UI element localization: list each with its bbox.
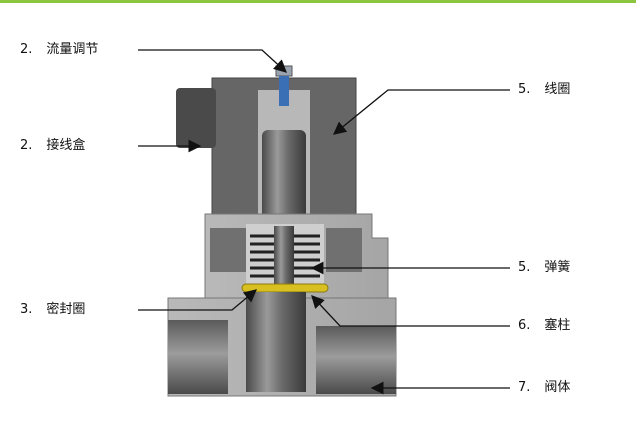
leader-plunger xyxy=(311,295,510,327)
label-number: 6. xyxy=(518,318,531,333)
label-number: 2. xyxy=(20,42,33,57)
label-flow-adjust: 2. 流量调节 xyxy=(20,42,98,58)
leader-seal-ring xyxy=(138,289,257,311)
label-text: 密封圈 xyxy=(46,302,86,317)
label-number: 3. xyxy=(20,302,33,317)
flange-bolt-left xyxy=(210,228,246,272)
inlet-pipe xyxy=(168,320,228,394)
label-seal-ring: 3. 密封圈 xyxy=(20,302,85,318)
plunger-lower xyxy=(246,292,306,392)
label-text: 塞柱 xyxy=(544,318,571,333)
label-plunger: 6. 塞柱 xyxy=(518,318,570,334)
label-number: 2. xyxy=(20,138,33,153)
plunger-stem xyxy=(274,226,294,286)
label-text: 接线盒 xyxy=(46,138,86,153)
flange-bolt-right xyxy=(326,228,362,272)
label-text: 阀体 xyxy=(544,380,571,395)
label-spring: 5. 弹簧 xyxy=(518,260,570,276)
leader-coil xyxy=(332,89,510,135)
leader-flow-adjust xyxy=(138,49,287,73)
label-valve-body: 7. 阀体 xyxy=(518,380,570,396)
label-number: 7. xyxy=(518,380,531,395)
label-text: 弹簧 xyxy=(544,260,571,275)
label-number: 5. xyxy=(518,260,531,275)
label-number: 5. xyxy=(518,82,531,97)
top-accent-bar xyxy=(0,0,636,3)
label-coil: 5. 线圈 xyxy=(518,82,570,98)
junction-box xyxy=(176,88,216,148)
plunger-upper xyxy=(262,130,306,226)
outlet-pipe xyxy=(316,326,396,394)
label-text: 流量调节 xyxy=(46,42,99,57)
label-junction-box: 2. 接线盒 xyxy=(20,138,85,154)
adjust-screw-shaft xyxy=(279,76,289,106)
label-text: 线圈 xyxy=(544,82,571,97)
